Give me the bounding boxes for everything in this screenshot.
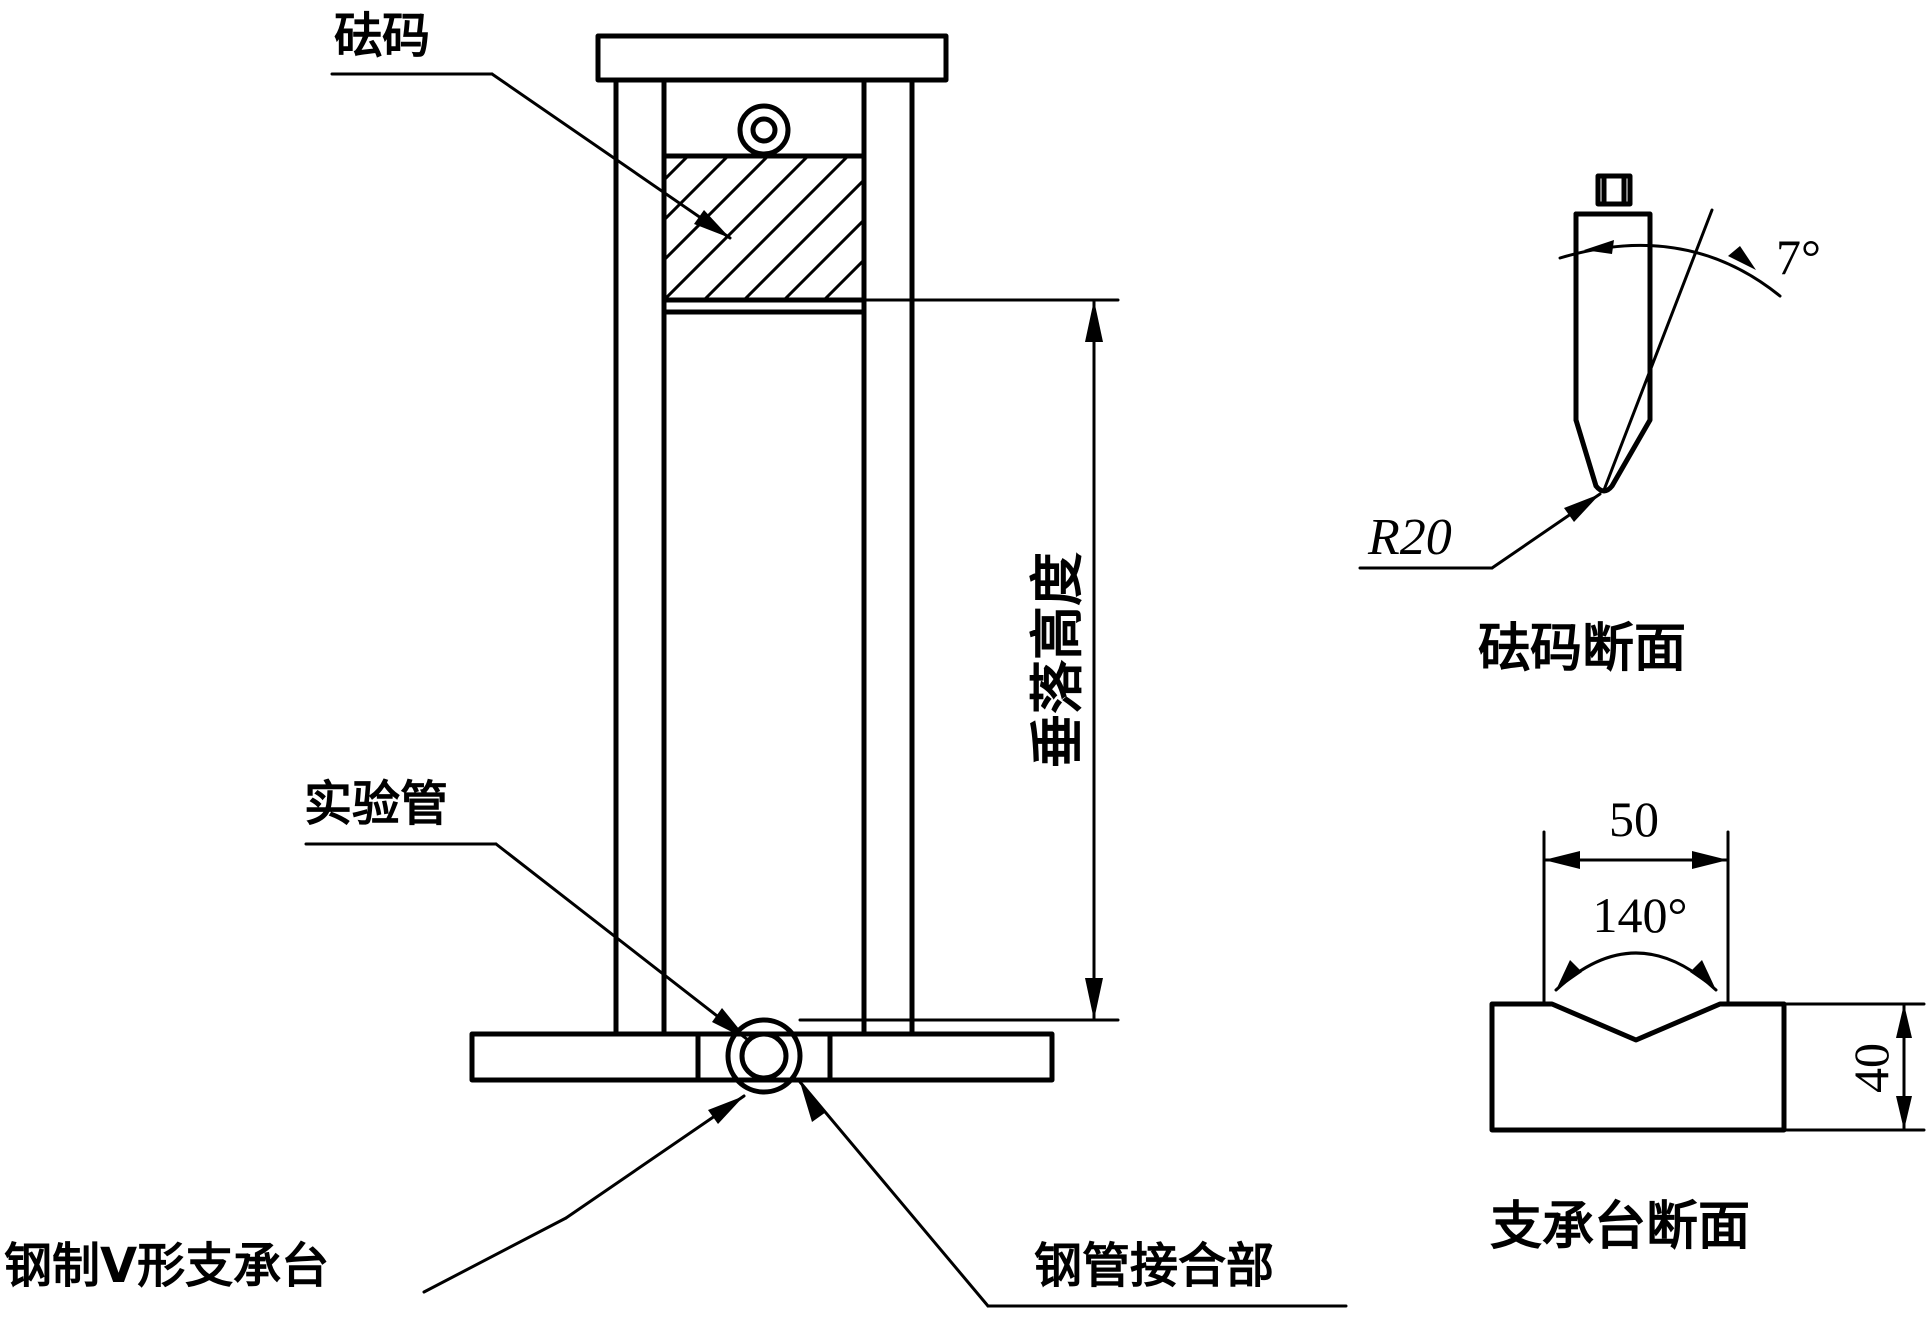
weight-label: 砝码: [334, 8, 430, 64]
tip-angle-label: 7°: [1776, 229, 1821, 285]
weight-section-caption: 砝码断面: [1478, 619, 1686, 679]
test-pipe-label: 实验管: [304, 776, 448, 832]
base-plate: [469, 1031, 1055, 1083]
tip-radius-leader: [1358, 492, 1602, 570]
pipe-joint-label: 钢管接合部: [1034, 1238, 1274, 1294]
v-angle-label: 140°: [1593, 887, 1688, 943]
v-support-leader: [422, 1094, 746, 1294]
drop-height-label: 垂落高度: [1026, 552, 1089, 768]
tip-radius-label: R20: [1367, 509, 1452, 566]
v-support-block: [695, 1031, 833, 1083]
apparatus-frame: [469, 33, 1055, 1083]
test-pipe-leader: [304, 842, 750, 1042]
v-support-label: 钢制V形支承台: [4, 1238, 329, 1294]
v-width-label: 50: [1609, 791, 1659, 847]
pipe-joint-leader: [798, 1080, 1348, 1308]
weight-leader: [330, 72, 732, 240]
support-section-drawing: [1489, 830, 1926, 1133]
drop-height-dimension: [798, 298, 1120, 1022]
support-section-caption: 支承台断面: [1490, 1197, 1750, 1257]
left-guide-rail: [613, 77, 667, 1037]
weight-section-drawing: [1558, 173, 1782, 494]
weight-block: [661, 153, 867, 315]
release-pulley: [737, 103, 791, 157]
support-height-label: 40: [1843, 1043, 1899, 1093]
right-guide-rail: [861, 77, 915, 1037]
top-crossbar: [595, 33, 949, 83]
